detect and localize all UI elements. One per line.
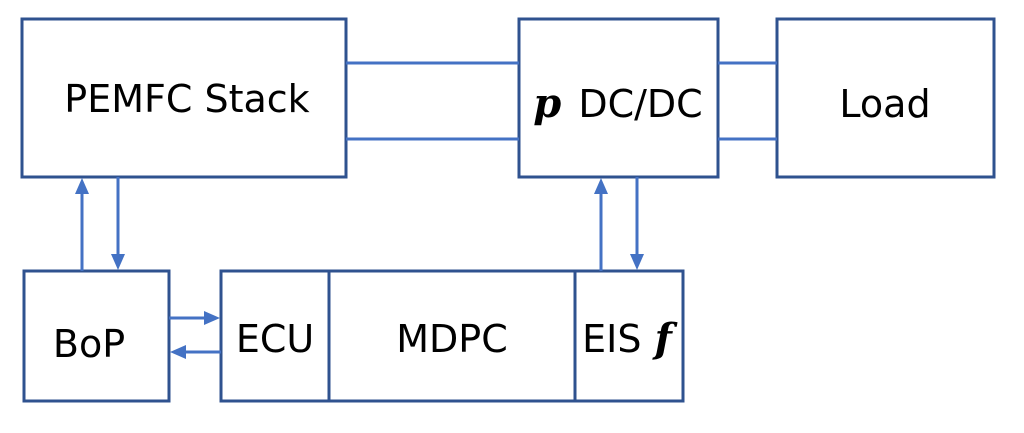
load-label: Load xyxy=(839,82,930,126)
bop-to-stack-arrowhead xyxy=(75,178,89,194)
load-box xyxy=(775,17,996,179)
mdpc-label: MDPC xyxy=(396,317,508,361)
ecu-to-bop-arrowhead xyxy=(170,345,186,359)
bop-label: BoP xyxy=(53,322,125,366)
pemfc-stack-box xyxy=(20,17,348,179)
converter-text: DC/DC xyxy=(578,82,702,126)
pemfc-stack-label: PEMFC Stack xyxy=(64,77,309,121)
eis-text: EIS xyxy=(582,317,641,361)
eis-box xyxy=(573,269,685,403)
eis-to-converter-arrowhead xyxy=(594,178,608,194)
mdpc-box xyxy=(327,269,577,403)
stack-to-bop-arrowhead xyxy=(111,254,125,270)
ecu-box xyxy=(219,269,331,403)
dcdc-converter-label: p DC/DC xyxy=(533,80,702,127)
bop-to-ecu-arrowhead xyxy=(204,311,220,325)
converter-symbol: p xyxy=(533,80,561,127)
dcdc-converter-box xyxy=(517,17,720,179)
bop-box xyxy=(22,269,171,403)
converter-to-eis-arrowhead xyxy=(630,254,644,270)
eis-label: EIS f xyxy=(582,315,677,362)
ecu-label: ECU xyxy=(236,317,314,361)
